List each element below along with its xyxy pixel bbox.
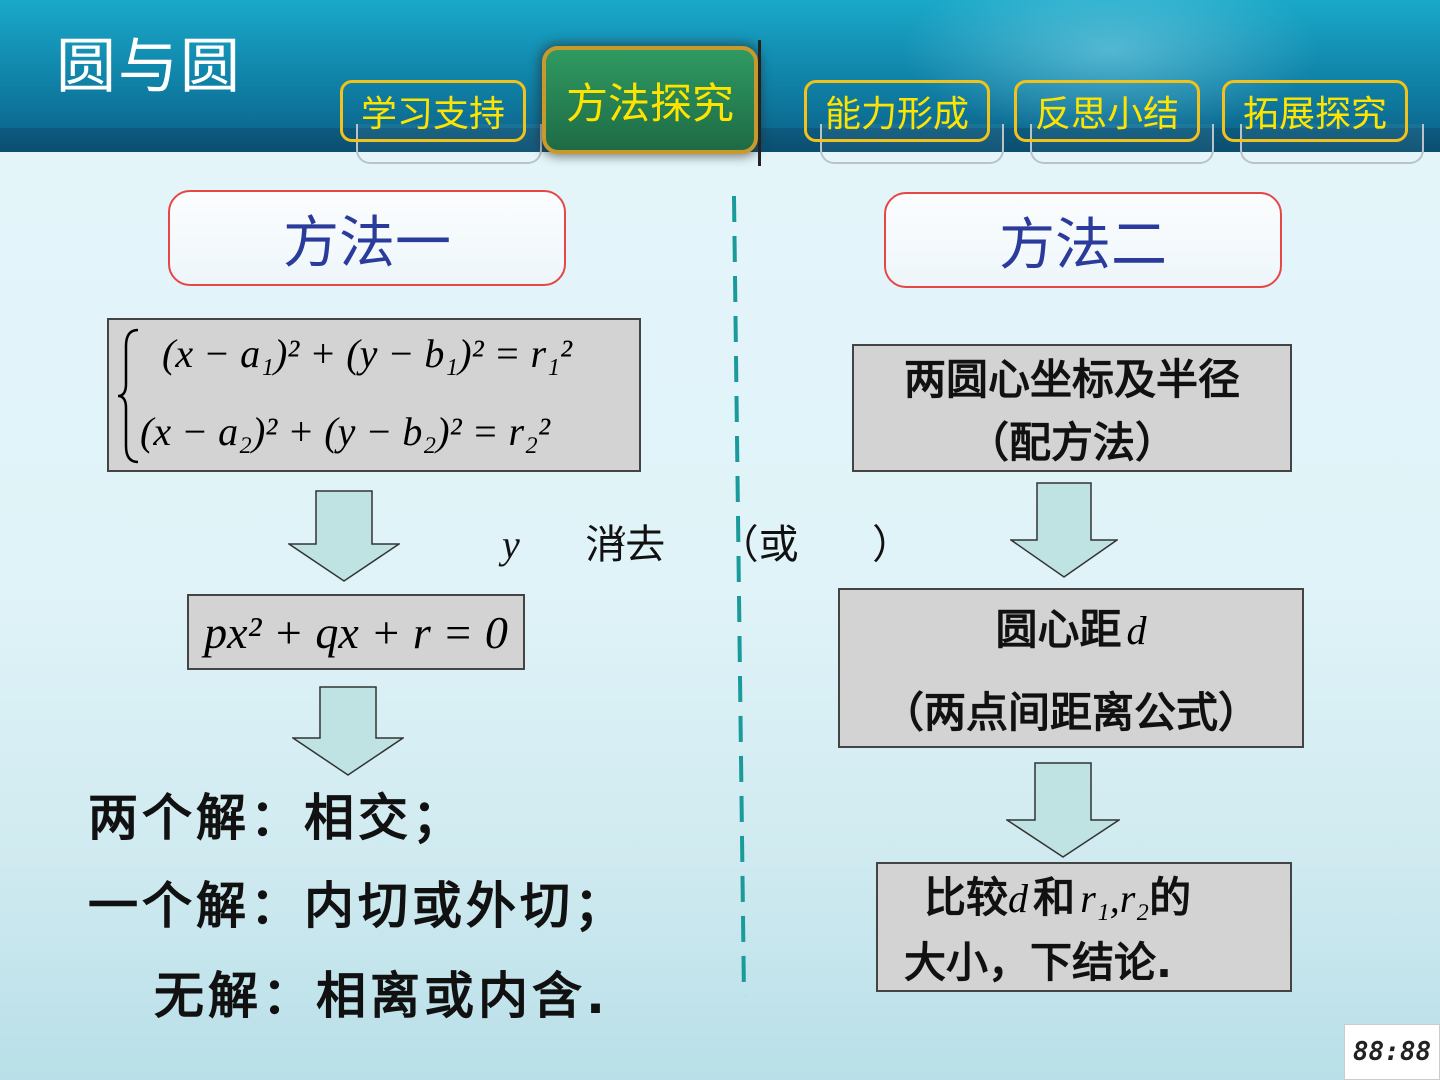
equation-circle-1: (x − a₁)² + (y − b₁)² = r₁² bbox=[162, 331, 573, 376]
method2-title: 方法二 bbox=[884, 192, 1282, 288]
elim-or: （或 bbox=[718, 522, 799, 568]
compare-and: 和 bbox=[1033, 873, 1076, 922]
step-distance-formula: （两点间距离公式） bbox=[881, 688, 1260, 737]
tab-reflection[interactable]: 反思小结 bbox=[1014, 80, 1200, 142]
compare-conclusion: 大小，下结论. bbox=[904, 938, 1172, 987]
elimination-note: y 消去 （或 ） bbox=[502, 512, 912, 570]
tab-shadow bbox=[820, 124, 1004, 164]
header-glow bbox=[900, 0, 1320, 140]
compare-vars-r: r₁,r₂ bbox=[1080, 876, 1150, 921]
down-arrow-icon bbox=[1010, 482, 1118, 578]
equation-circle-2: (x − a₂)² + (y − b₂)² = r₂² bbox=[140, 409, 551, 454]
elim-close: ） bbox=[872, 522, 913, 568]
tab-method-explore[interactable]: 方法探究 bbox=[542, 46, 758, 154]
tab-extension[interactable]: 拓展探究 bbox=[1222, 80, 1408, 142]
slide-title: 圆与圆 bbox=[56, 32, 242, 102]
step-compare-box: 比较d 和 r₁,r₂的 大小，下结论. bbox=[876, 862, 1292, 992]
tab-ability[interactable]: 能力形成 bbox=[804, 80, 990, 142]
step-center-distance: 圆心距 bbox=[995, 605, 1122, 654]
quadratic-equation: px² + qx + r = 0 bbox=[204, 606, 508, 658]
elim-text: 消去 bbox=[585, 522, 666, 568]
tab-shadow bbox=[1240, 124, 1424, 164]
left-brace-icon bbox=[117, 328, 139, 464]
elim-var-x: x bbox=[612, 520, 626, 553]
down-arrow-icon bbox=[1006, 762, 1120, 858]
compare-var-d: d bbox=[1008, 876, 1029, 921]
tab-shadow bbox=[1030, 124, 1214, 164]
equation-system-box bbox=[107, 318, 641, 472]
result-no-solution: 无解：相离或内含. bbox=[154, 967, 609, 1025]
compare-suffix: 的 bbox=[1149, 873, 1192, 922]
result-one-solution: 一个解：内切或外切； bbox=[88, 877, 628, 935]
down-arrow-icon bbox=[288, 490, 400, 582]
tab-shadow bbox=[356, 124, 542, 164]
step-centers-radii: 两圆心坐标及半径 bbox=[903, 355, 1240, 404]
result-two-solutions: 两个解：相交； bbox=[88, 789, 466, 847]
compare-prefix: 比较 bbox=[924, 873, 1009, 922]
step-center-distance-box: 圆心距 d （两点间距离公式） bbox=[838, 588, 1304, 748]
step-centers-radii-box: 两圆心坐标及半径 （配方法） bbox=[852, 344, 1292, 472]
step-completing-square: （配方法） bbox=[966, 418, 1177, 467]
tab-study-support[interactable]: 学习支持 bbox=[340, 80, 526, 142]
quadratic-box: px² + qx + r = 0 bbox=[187, 594, 525, 670]
elim-var-y: y bbox=[502, 522, 520, 567]
down-arrow-icon bbox=[292, 686, 404, 776]
clock-widget[interactable]: 88:88 bbox=[1344, 1024, 1440, 1080]
var-d: d bbox=[1126, 608, 1147, 653]
tab-separator bbox=[758, 40, 761, 166]
dashed-divider bbox=[732, 196, 746, 996]
method1-title: 方法一 bbox=[168, 190, 566, 286]
